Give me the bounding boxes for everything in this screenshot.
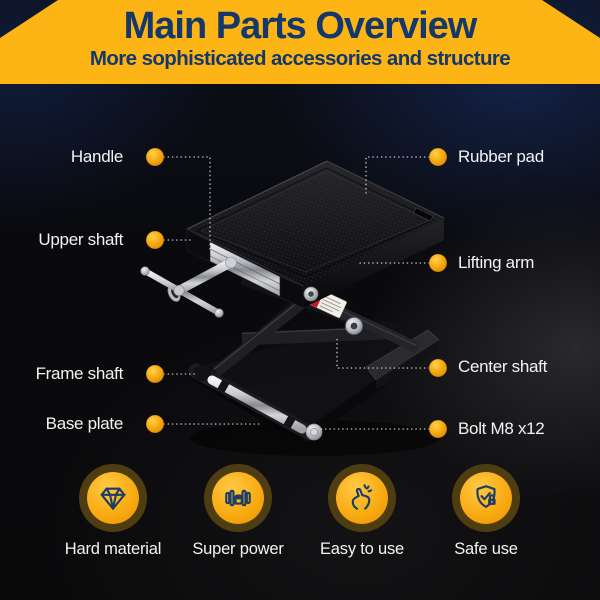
snap-fingers-icon [351,484,373,510]
page-subtitle: More sophisticated accessories and struc… [89,46,511,70]
feature-label: Hard material [64,540,162,558]
feature-safe-use: Safe use [426,464,546,559]
feature-badge [87,472,139,524]
feature-label: Super power [192,540,284,558]
part-label-lifting-arm: Lifting arm [458,253,535,272]
feature-hard-material: Hard material [53,464,173,559]
part-label-center-shaft: Center shaft [458,357,548,376]
diamond-icon [100,487,126,510]
feature-badge [212,472,264,524]
feature-badge [460,472,512,524]
feature-easy-to-use: Easy to use [302,464,422,559]
part-label-rubber-pad: Rubber pad [458,147,544,166]
feature-label: Safe use [454,540,518,558]
part-label-base-plate: Base plate [45,414,124,433]
part-label-handle: Handle [70,147,123,166]
feature-badge [336,472,388,524]
page-title: Main Parts Overview [123,5,478,47]
dumbbell-fist-icon [225,489,251,507]
part-label-upper-shaft: Upper shaft [38,230,123,249]
feature-super-power: Super power [178,464,298,559]
feature-label: Easy to use [319,540,404,558]
shield-check-lock-icon [476,485,496,508]
part-label-frame-shaft: Frame shaft [35,364,124,383]
part-label-bolt-m8x12: Bolt M8 x12 [458,419,545,438]
header-banner: Main Parts Overview More sophisticated a… [0,0,600,84]
